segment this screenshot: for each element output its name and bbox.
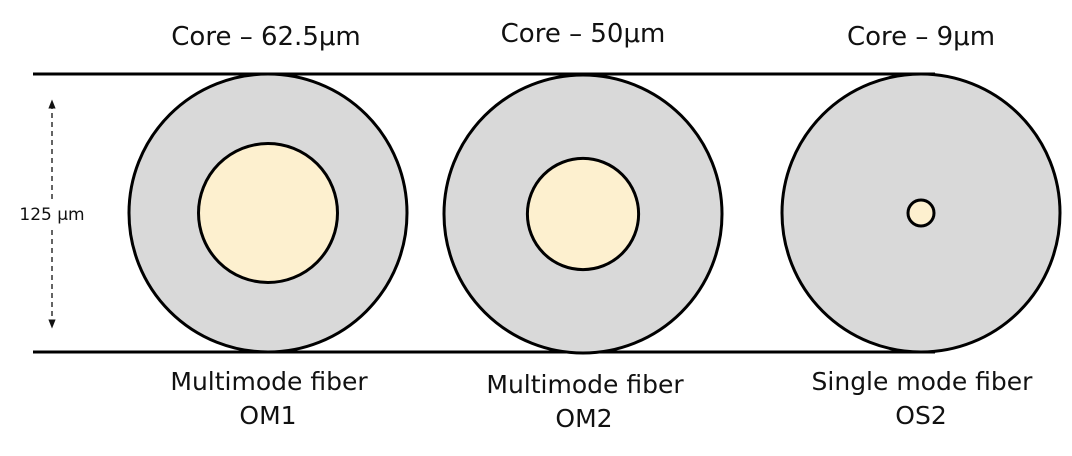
- fiber-om2-grade-label: OM2: [555, 404, 612, 433]
- fiber-os2-core: [906, 198, 936, 228]
- fiber-os2-grade-label: OS2: [895, 401, 946, 430]
- fiber-om2-type-label: Multimode fiber: [486, 370, 684, 399]
- dimension-indicator: 125 µm: [10, 99, 94, 329]
- fiber-os2-type-label: Single mode fiber: [812, 367, 1034, 396]
- fiber-om2: Core – 50μm Multimode fiber OM2: [442, 19, 724, 433]
- fiber-om1-type-label: Multimode fiber: [170, 367, 368, 396]
- dimension-label-background: [10, 200, 94, 228]
- fiber-os2-core-label: Core – 9μm: [847, 22, 995, 52]
- fiber-om1: Core – 62.5μm Multimode fiber OM1: [127, 22, 409, 430]
- fiber-os2: Core – 9μm Single mode fiber OS2: [780, 22, 1062, 430]
- fiber-om2-core-label: Core – 50μm: [501, 19, 666, 49]
- fiber-om1-core: [197, 142, 339, 284]
- fiber-om2-core: [525, 156, 641, 272]
- dimension-label: 125 µm: [19, 205, 84, 225]
- fiber-om1-core-label: Core – 62.5μm: [171, 22, 360, 52]
- fiber-om1-grade-label: OM1: [239, 401, 296, 430]
